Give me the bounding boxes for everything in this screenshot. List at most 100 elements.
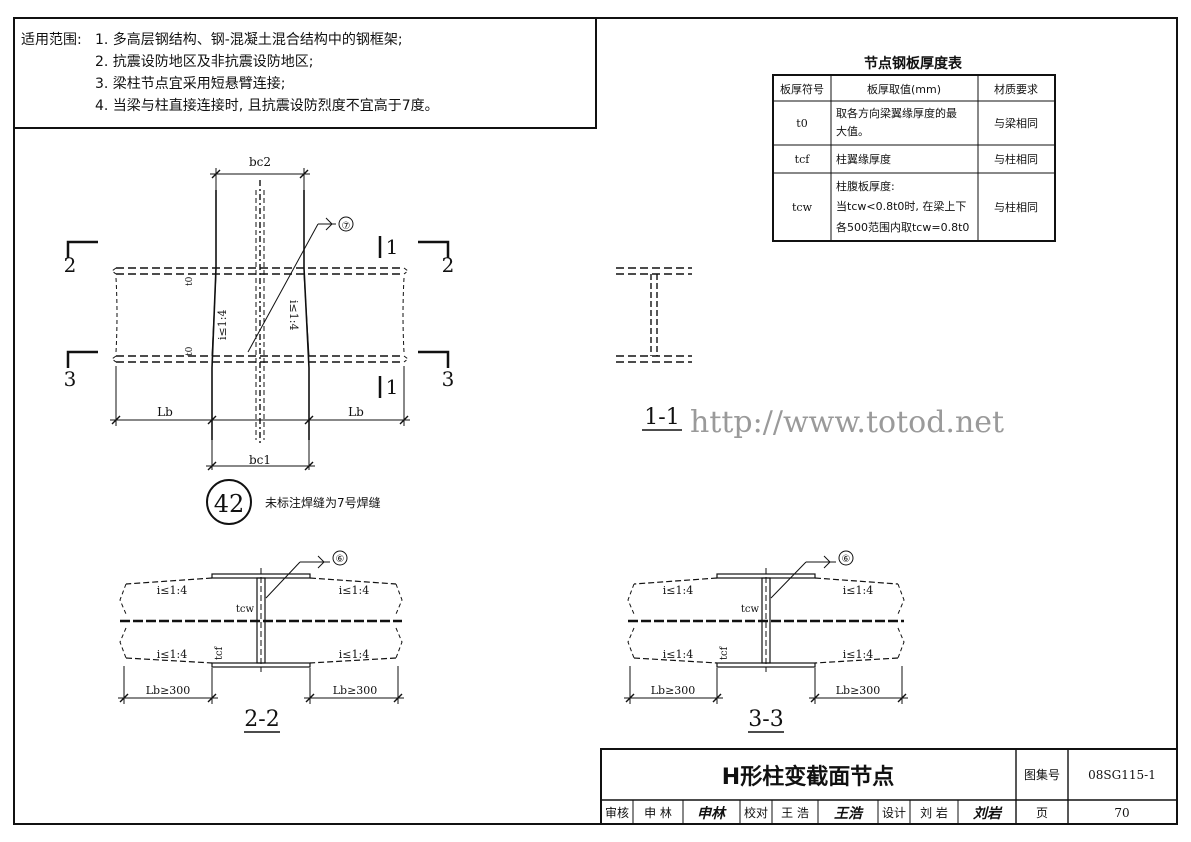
label-cut-3-left: 3 xyxy=(64,367,77,391)
dim-tick xyxy=(111,415,121,425)
section-2-2 xyxy=(118,550,404,733)
section-1-1 xyxy=(616,267,692,431)
beam-end-right xyxy=(897,583,905,659)
label-cut-1-bottom: 1 xyxy=(386,375,399,399)
scope-item-2: 2. 抗震设防地区及非抗震设防地区; xyxy=(95,54,314,70)
table-cell-value: 柱翼缘厚度 xyxy=(836,152,891,166)
label-t0-bottom: t0 xyxy=(185,346,195,356)
page-number: 70 xyxy=(1114,806,1129,820)
elevation-view xyxy=(66,168,450,471)
detail-number: 42 xyxy=(214,490,245,518)
beam-right-end xyxy=(402,267,409,363)
label-slope: i≤1:4 xyxy=(157,584,187,597)
beam-left-end xyxy=(111,267,118,363)
label-cut-2-right: 2 xyxy=(442,253,455,277)
elevation-labels: bc2 bc1 Lb Lb i≤1:4 i≤1:4 t0 t0 ⑦ 2 2 3 … xyxy=(64,155,455,467)
reviewer-name: 申 林 xyxy=(644,806,672,820)
table-cell-symbol: tcf xyxy=(795,153,811,166)
label-weld-7: ⑦ xyxy=(342,221,351,232)
title-block-frame xyxy=(600,748,1178,825)
label-cut-1-top: 1 xyxy=(386,235,399,259)
dim-tick xyxy=(393,693,403,703)
dim-tick xyxy=(625,693,635,703)
label-tcw: tcw xyxy=(741,604,760,615)
label-slope: i≤1:4 xyxy=(339,584,369,597)
section-3-3-labels: i≤1:4 i≤1:4 i≤1:4 i≤1:4 tcw tcf ⑥ Lb≥300… xyxy=(651,554,881,732)
weld-leader xyxy=(265,561,301,599)
weld-number-circle xyxy=(338,216,354,232)
detail-number-circle xyxy=(206,479,252,525)
column-slope-line xyxy=(211,273,217,357)
section-2-2-labels: i≤1:4 i≤1:4 i≤1:4 i≤1:4 tcw tcf ⑥ Lb≥300… xyxy=(146,554,378,732)
drawing-title: H形柱变截面节点 xyxy=(722,764,894,790)
beam-end-right xyxy=(395,583,403,659)
section-2-2-label: 2-2 xyxy=(244,707,279,732)
beam-end-left xyxy=(627,583,635,659)
label-slope-right: i≤1:4 xyxy=(287,300,300,330)
dim-tick xyxy=(897,693,907,703)
scope-item-4: 4. 当梁与柱直接连接时, 且抗震设防烈度不宜高于7度。 xyxy=(95,97,439,114)
label-slope: i≤1:4 xyxy=(843,584,873,597)
table-cell-material: 与梁相同 xyxy=(994,116,1038,130)
cut-mark-3-right xyxy=(418,350,450,368)
dim-tick xyxy=(810,693,820,703)
label-tcw: tcw xyxy=(236,604,255,615)
dim-tick xyxy=(211,169,221,179)
check-label: 校对 xyxy=(744,805,768,820)
table-frame xyxy=(772,74,1056,242)
designer-name: 刘 岩 xyxy=(920,805,948,820)
label-lb-left: Lb xyxy=(157,405,173,419)
table-header-value: 板厚取值(mm) xyxy=(867,82,941,96)
table-cell-value: 各500范围内取tcw=0.8t0 xyxy=(836,220,969,234)
dim-tick xyxy=(712,693,722,703)
cut-mark-2-left xyxy=(66,240,98,258)
atlas-number: 08SG115-1 xyxy=(1088,768,1156,782)
table-cell-value: 当tcw<0.8t0时, 在梁上下 xyxy=(836,199,966,213)
beam-flange-right xyxy=(814,577,899,664)
section-3-3-label: 3-3 xyxy=(748,707,783,732)
scope-item-3: 3. 梁柱节点宜采用短悬臂连接; xyxy=(95,75,286,92)
page-label: 页 xyxy=(1036,806,1048,820)
dim-tick xyxy=(304,415,314,425)
scope-box: 适用范围: 1. 多高层钢结构、钢-混凝土混合结构中的钢框架; 2. 抗震设防地… xyxy=(13,17,597,129)
dim-tick xyxy=(207,693,217,703)
label-bc1: bc1 xyxy=(249,453,271,467)
table-cell-material: 与柱相同 xyxy=(994,200,1038,214)
dim-tick xyxy=(304,461,314,471)
weld-number-circle xyxy=(332,550,348,566)
weld-symbol xyxy=(823,555,831,569)
thickness-table: 节点钢板厚度表 板厚符号 板厚取值(mm) 材质要求 t0 取各方向梁翼缘厚度的… xyxy=(772,55,1056,242)
design-label: 设计 xyxy=(882,806,906,820)
label-lb: Lb≥300 xyxy=(333,684,378,697)
label-slope: i≤1:4 xyxy=(339,648,369,661)
label-cut-2-left: 2 xyxy=(64,253,77,277)
section-1-1-label: 1-1 xyxy=(644,405,679,430)
label-slope-left: i≤1:4 xyxy=(216,310,229,340)
dim-tick xyxy=(399,415,409,425)
dim-tick xyxy=(207,461,217,471)
title-block: H形柱变截面节点 图集号 08SG115-1 页 70 审核 申 林 申林 校对… xyxy=(600,748,1178,825)
weld-leader xyxy=(247,223,319,353)
checker-signature: 王浩 xyxy=(834,806,864,822)
table-header-material: 材质要求 xyxy=(994,82,1038,96)
weld-leader xyxy=(770,561,807,599)
table-cell-value: 柱腹板厚度: xyxy=(836,179,895,193)
weld-number-circle xyxy=(838,550,854,566)
review-label: 审核 xyxy=(605,805,629,820)
reviewer-signature: 申林 xyxy=(697,805,727,822)
dim-tick xyxy=(305,693,315,703)
weld-note: 未标注焊缝为7号焊缝 xyxy=(265,495,381,510)
watermark-url: http://www.totod.net xyxy=(690,405,1004,440)
cut-mark-2-right xyxy=(418,240,450,258)
label-slope: i≤1:4 xyxy=(157,648,187,661)
beam-flange-left xyxy=(633,577,718,664)
label-tcf: tcf xyxy=(214,645,225,660)
column-slope-line xyxy=(303,273,310,357)
table-cell-value: 取各方向梁翼缘厚度的最 xyxy=(836,106,957,120)
label-cut-3-right: 3 xyxy=(442,367,455,391)
label-slope: i≤1:4 xyxy=(843,648,873,661)
scope-item-1: 1. 多高层钢结构、钢-混凝土混合结构中的钢框架; xyxy=(95,31,403,48)
dim-tick xyxy=(207,415,217,425)
detail-marker: 42 未标注焊缝为7号焊缝 xyxy=(206,479,381,525)
